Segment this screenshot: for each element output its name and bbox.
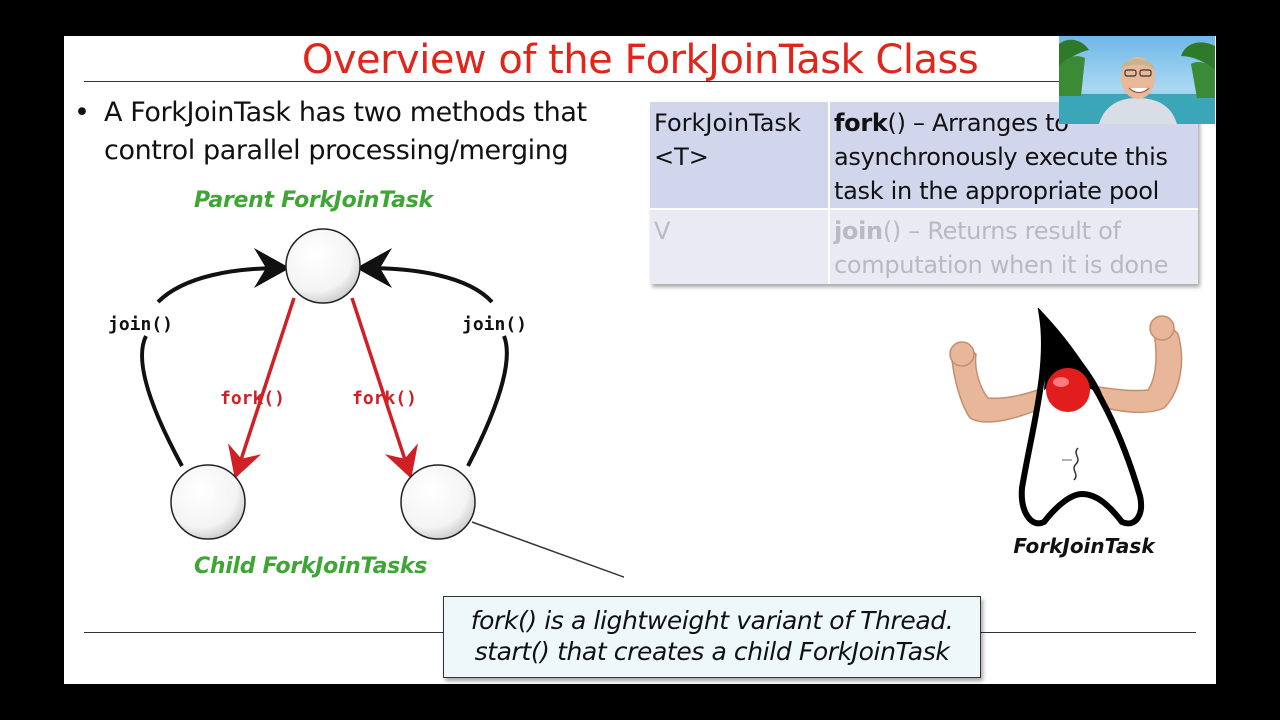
table-cell-method: join() – Returns result of computation w… [834,214,1196,282]
child-task-node-right [400,464,476,540]
mascot-label: ForkJoinTask [1013,534,1155,558]
join-label-left: join() [108,314,174,335]
fork-callout: fork() is a lightweight variant of Threa… [443,596,981,678]
method-table: ForkJoinTask <T> fork() – Arranges to as… [650,102,1198,284]
bullet-dot: • [74,97,90,128]
method-desc-1: () – Returns result of [882,217,1121,245]
method-line-2: asynchronously execute this [834,143,1168,171]
child-task-node-left [170,464,246,540]
table-cell-method: fork() – Arranges to asynchronously exec… [834,106,1196,208]
bullet-line-1: A ForkJoinTask has two methods that [104,97,587,128]
method-line-2: computation when it is done [834,251,1169,279]
method-name-fork: fork [834,109,888,137]
bullet-line-2: control parallel processing/merging [104,135,569,166]
bullet-point: • A ForkJoinTask has two methods that co… [74,94,634,170]
join-label-right: join() [462,314,528,335]
parent-task-label: Parent ForkJoinTask [194,188,433,213]
child-tasks-label: Child ForkJoinTasks [194,554,428,579]
title-divider [84,81,1196,82]
fork-label-right: fork() [352,388,418,409]
method-line-1: join() – Returns result of [834,214,1196,248]
table-row-join: V join() – Returns result of computation… [650,210,1198,284]
fork-label-left: fork() [220,388,286,409]
method-name-join: join [834,217,883,245]
fork-join-diagram [140,228,624,578]
table-cell-type: ForkJoinTask <T> [654,106,824,174]
fork-arrow-right [350,297,419,479]
table-cell-type: V [654,217,671,245]
method-line-1: fork() – Arranges to [834,106,1196,140]
presenter-webcam [1059,36,1215,124]
join-arrow-left [140,268,282,467]
join-arrow-right [364,268,509,467]
callout-connector [471,521,624,578]
method-line-3: task in the appropriate pool [834,177,1160,205]
slide-title: Overview of the ForkJoinTask Class [301,37,979,83]
presenter-video-icon [1059,36,1215,124]
table-column-divider [828,102,830,284]
type-line-1: ForkJoinTask [654,109,801,137]
fork-arrow-left [227,297,296,479]
type-line-2: <T> [654,143,709,171]
slide: Overview of the ForkJoinTask Class • A F… [64,36,1216,684]
parent-task-node [285,228,361,304]
method-desc-1: () – Arranges to [887,109,1069,137]
callout-line-2: start() that creates a child ForkJoinTas… [474,637,950,666]
callout-text: fork() is a lightweight variant of Threa… [444,605,980,667]
duke-mascot-icon [949,308,1183,527]
callout-line-1: fork() is a lightweight variant of Threa… [470,606,954,635]
